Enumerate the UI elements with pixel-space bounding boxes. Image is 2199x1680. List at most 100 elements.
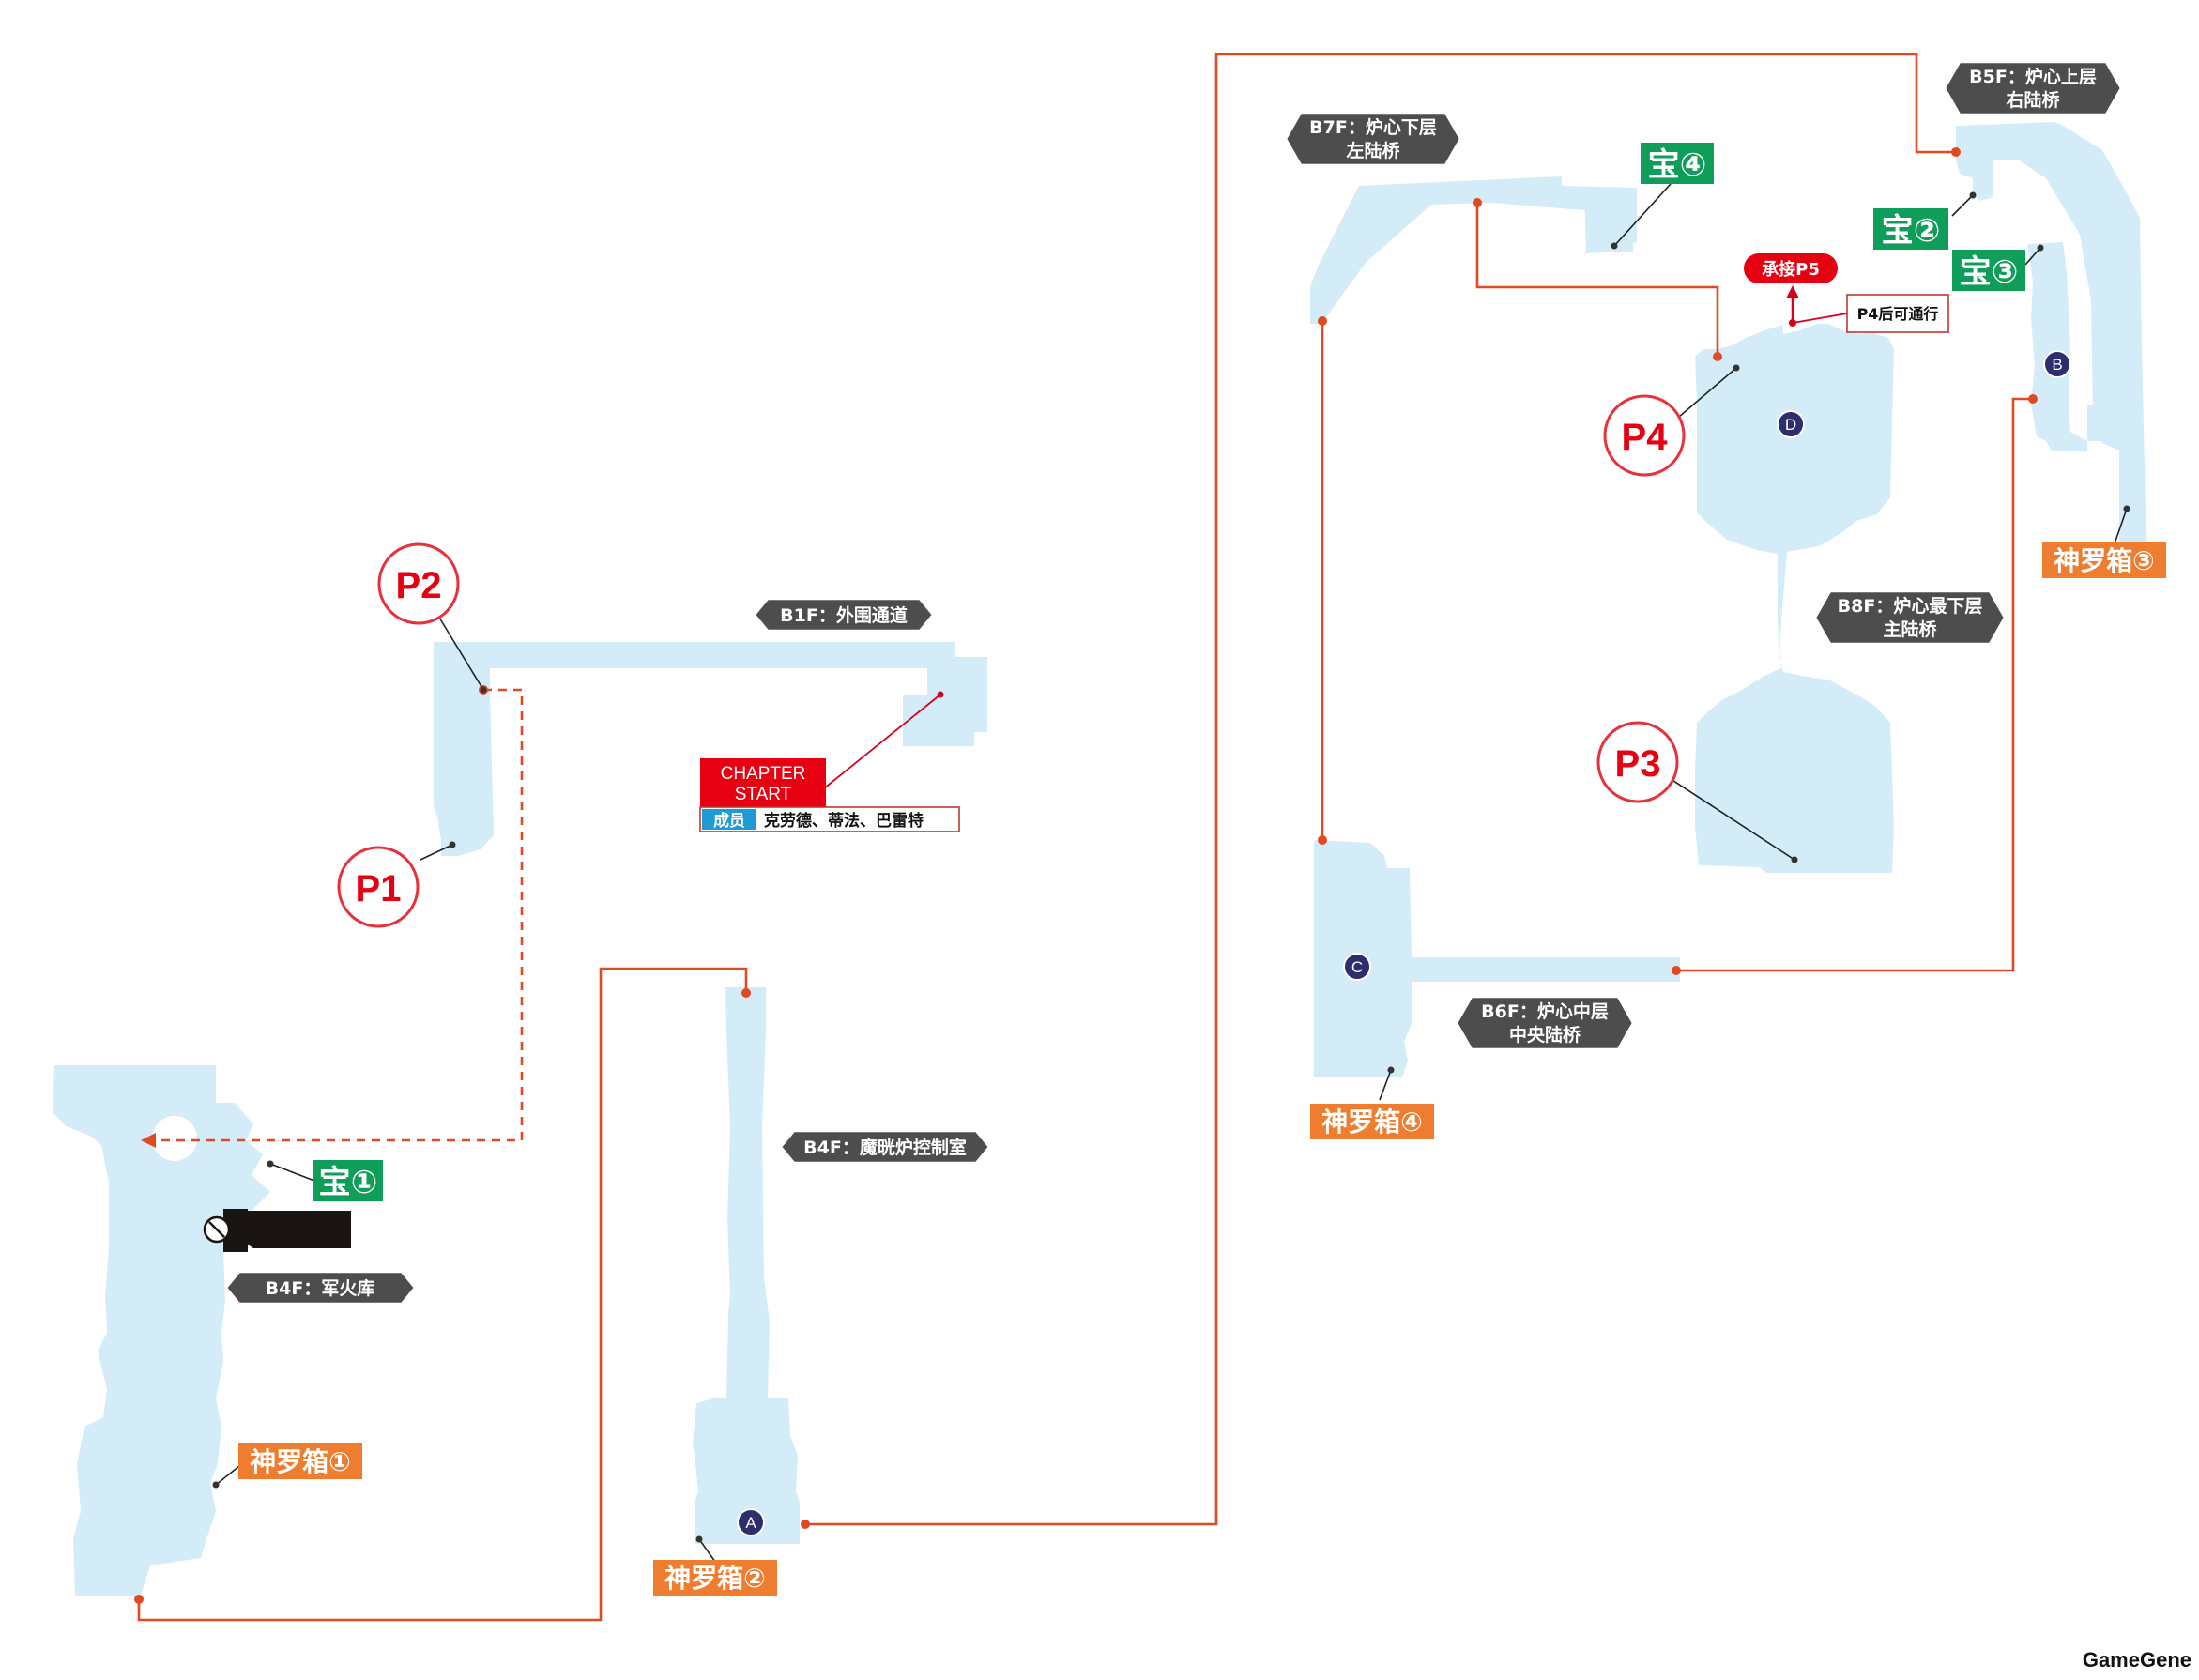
up-arrow-icon: [1786, 285, 1799, 298]
marker-dot: [480, 686, 487, 694]
node-label-a: A: [745, 1514, 756, 1532]
route-node: [1473, 198, 1482, 207]
shinra-box-label-3: 神罗箱③: [2054, 545, 2155, 576]
area-plate-b7f: B7F：炉心下层 左陆桥: [1284, 111, 1462, 167]
route-layer: [134, 53, 2038, 1622]
shinra-box-marker-4: 神罗箱④: [1310, 1104, 1434, 1139]
marker-dot: [212, 1481, 220, 1489]
marker-dot: [695, 1535, 703, 1543]
route-arrow-armory: [141, 1133, 156, 1148]
room-b6f-c-chamber: [1314, 840, 1680, 1077]
area-plate-b6f: B6F：炉心中层 中央陆桥: [1455, 995, 1635, 1051]
marker-dot: [2123, 505, 2130, 512]
room-b5f-connector: [2087, 405, 2123, 441]
treasure-label-3: 宝③: [1960, 253, 2019, 291]
area-plate-b4f-armory: B4F：军火库: [224, 1270, 417, 1306]
node-b: B: [2043, 350, 2071, 378]
party-members-tag: 成员: [713, 811, 745, 831]
area-plate-b1f: B1F：外围通道: [753, 597, 935, 633]
locked-door: [203, 1209, 351, 1252]
leader-t2: [1951, 194, 1974, 217]
area-label-b5f-1: B5F：炉心上层: [1969, 66, 2097, 87]
route-node: [1672, 966, 1681, 975]
room-b8f-upper-chamber: [1695, 324, 1894, 873]
leader-t3: [2024, 247, 2041, 266]
leader-start: [823, 694, 941, 789]
route-node: [1713, 352, 1722, 361]
watermark: GameGene: [2082, 1648, 2191, 1672]
node-label-d: D: [1785, 416, 1796, 434]
marker-dot: [267, 1160, 274, 1168]
treasure-label-1: 宝①: [319, 1164, 378, 1201]
leader-p1: [420, 844, 453, 861]
area-label-b6f-2: 中央陆桥: [1509, 1024, 1581, 1046]
room-b4f-armory: [53, 1065, 270, 1596]
area-label-b4f-armory: B4F：军火库: [266, 1277, 375, 1299]
route-node: [1951, 147, 1961, 157]
locked-door-icon: [203, 1215, 231, 1244]
node-c: C: [1343, 953, 1371, 981]
leader-s3: [2113, 508, 2128, 547]
leader-s4: [1379, 1069, 1392, 1101]
room-b5f-right-bridge: [1956, 122, 2147, 554]
treasure-marker-4: 宝④: [1641, 143, 1714, 184]
treasure-marker-1: 宝①: [313, 1160, 383, 1201]
chapter-start-label-2: START: [735, 785, 792, 804]
leader-p2: [433, 607, 484, 691]
route-node: [1318, 316, 1327, 326]
marker-dot: [1791, 856, 1798, 863]
point-label-p4: P4: [1622, 417, 1669, 458]
after-p4-note: P4后可通行: [1846, 294, 1949, 333]
room-b5f-lower-bay: [2027, 242, 2087, 451]
chapter-start-label-1: CHAPTER: [721, 764, 806, 784]
leader-t1: [269, 1163, 315, 1182]
area-plate-b5f: B5F：炉心上层 右陆桥: [1943, 60, 2123, 116]
treasure-marker-2: 宝②: [1873, 208, 1948, 250]
room-b1f-outer-passage: [434, 642, 987, 856]
area-plate-b4f-control: B4F：魔晄炉控制室: [779, 1129, 991, 1165]
point-marker-p2: P2: [377, 542, 460, 625]
route-b7f-to-p4: [1475, 203, 1719, 357]
point-label-p3: P3: [1615, 743, 1661, 785]
route-node: [801, 1520, 810, 1529]
leader-s2: [698, 1538, 716, 1563]
leader-s1: [215, 1465, 240, 1486]
shinra-box-marker-3: 神罗箱③: [2042, 542, 2166, 578]
node-a: A: [737, 1508, 765, 1536]
leader-layer: [212, 183, 2130, 1563]
marker-dot: [1969, 191, 1977, 199]
area-label-b7f-2: 左陆桥: [1346, 140, 1400, 161]
marker-dot: [2037, 244, 2044, 252]
shinra-box-marker-2: 神罗箱②: [653, 1560, 777, 1596]
point-label-p1: P1: [356, 868, 402, 909]
route-node: [134, 1595, 144, 1604]
marker-dot: [1733, 364, 1740, 372]
shinra-box-label-2: 神罗箱②: [664, 1563, 766, 1594]
rooms-layer: [53, 122, 2147, 1596]
area-label-b7f-1: B7F：炉心下层: [1309, 116, 1437, 138]
area-plate-b8f: B8F：炉心最下层 主陆桥: [1813, 589, 2007, 646]
after-p4-note-label: P4后可通行: [1857, 305, 1939, 323]
leader-p4: [1672, 367, 1737, 423]
area-label-b8f-1: B8F：炉心最下层: [1838, 595, 1983, 617]
point-marker-p1: P1: [337, 846, 420, 928]
route-a-to-b7f: [805, 53, 1956, 1526]
shinra-box-label-4: 神罗箱④: [1321, 1107, 1423, 1138]
route-node: [741, 988, 751, 998]
marker-dot: [1387, 1066, 1395, 1074]
route-node: [1318, 835, 1327, 845]
marker-dot: [449, 841, 456, 848]
party-members: 克劳德、蒂法、巴雷特: [764, 811, 924, 831]
area-label-b6f-1: B6F：炉心中层: [1481, 1000, 1609, 1022]
area-label-b5f-2: 右陆桥: [2005, 89, 2060, 111]
shinra-box-marker-1: 神罗箱①: [238, 1443, 362, 1479]
treasure-marker-3: 宝③: [1952, 250, 2025, 291]
route-b6f-to-b5f: [1676, 397, 2033, 972]
area-label-b1f: B1F：外围通道: [780, 604, 908, 626]
node-label-c: C: [1351, 958, 1363, 976]
point-label-p2: P2: [396, 565, 442, 606]
treasure-label-4: 宝④: [1648, 146, 1707, 184]
continue-p5-label: 承接P5: [1762, 259, 1820, 280]
route-armory-to-control: [137, 967, 748, 1622]
room-b7f-left-bridge: [1310, 176, 1637, 324]
